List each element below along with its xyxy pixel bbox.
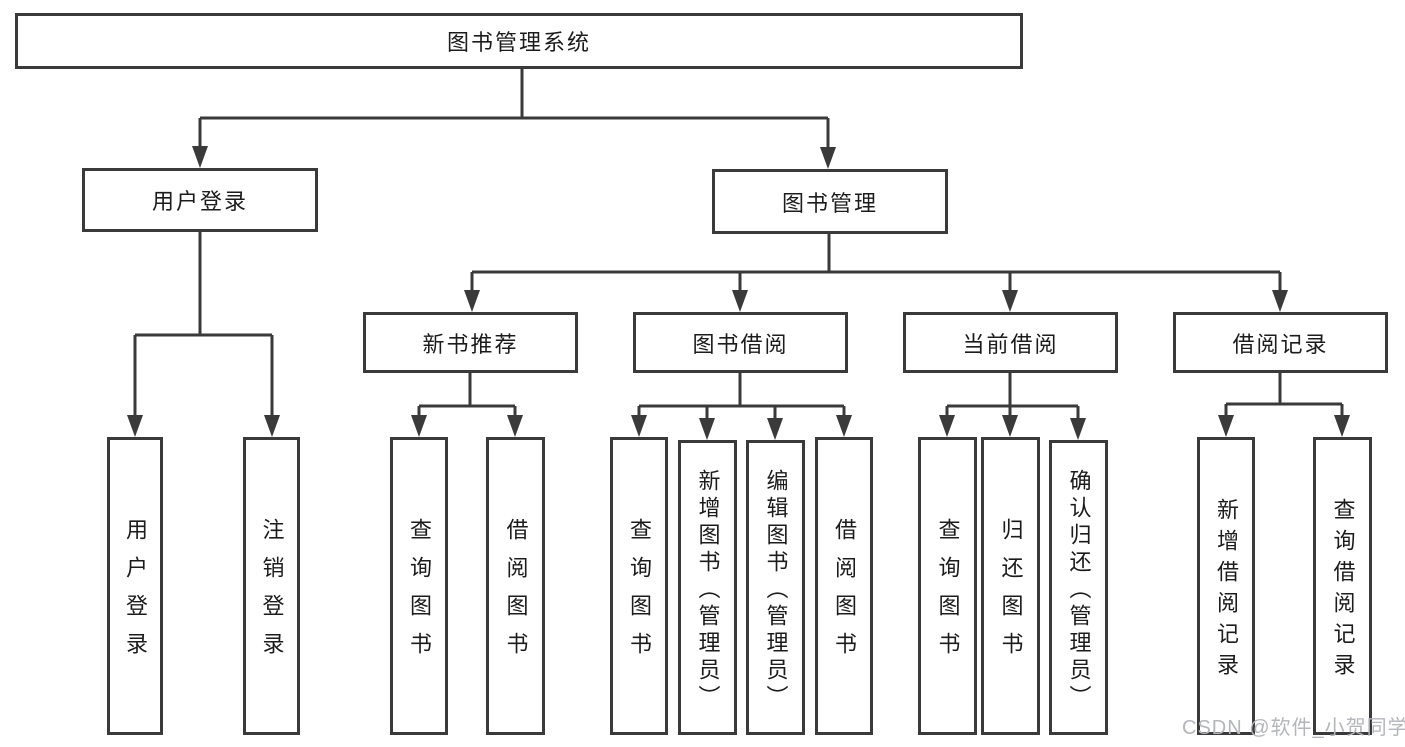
leaf-add-borrow-record: 新增借阅记录: [1197, 437, 1255, 735]
leaf-edit-book-admin-label: 编辑图书（管理员）: [763, 468, 789, 712]
connector-root-to-level2: [192, 68, 836, 169]
node-current-borrow: 当前借阅: [903, 312, 1118, 373]
leaf-borrow-book-borrow-label: 借阅图书: [832, 518, 857, 670]
leaf-add-book-admin: 新增图书（管理员）: [678, 440, 737, 735]
connector-book-management-children: [464, 234, 1288, 312]
leaf-query-book-current-label: 查询图书: [935, 518, 961, 670]
leaf-query-book-current: 查询图书: [918, 437, 977, 735]
leaf-query-book-recommend: 查询图书: [390, 437, 448, 735]
leaf-user-login: 用户登录: [107, 437, 163, 735]
node-borrow-record: 借阅记录: [1173, 312, 1388, 373]
leaf-return-book-label: 归还图书: [998, 518, 1024, 670]
connector-new-book-children: [411, 373, 523, 437]
connector-borrow-record-children: [1218, 373, 1350, 437]
leaf-edit-book-admin: 编辑图书（管理员）: [746, 440, 805, 735]
leaf-return-book: 归还图书: [981, 437, 1040, 735]
node-book-management: 图书管理: [712, 169, 948, 234]
leaf-borrow-book-recommend: 借阅图书: [486, 437, 545, 735]
leaf-add-borrow-record-label: 新增借阅记录: [1214, 497, 1239, 684]
leaf-user-login-label: 用户登录: [123, 518, 148, 670]
node-new-book-recommend: 新书推荐: [363, 312, 578, 373]
leaf-confirm-return-admin: 确认归还（管理员）: [1049, 440, 1108, 735]
node-user-login: 用户登录: [82, 168, 318, 232]
leaf-query-book-borrow: 查询图书: [610, 437, 668, 735]
leaf-logout-login-label: 注销登录: [259, 518, 285, 670]
leaf-query-borrow-record: 查询借阅记录: [1313, 437, 1372, 735]
watermark: CSDN @软件_小贺同学: [1182, 717, 1405, 739]
connector-book-borrow-children: [631, 373, 852, 440]
connector-user-login-children: [127, 232, 280, 437]
leaf-confirm-return-admin-label: 确认归还（管理员）: [1066, 468, 1092, 712]
leaf-logout-login: 注销登录: [243, 437, 300, 735]
node-root: 图书管理系统: [15, 13, 1023, 69]
connector-current-borrow-children: [939, 373, 1086, 440]
leaf-query-book-borrow-label: 查询图书: [627, 518, 652, 670]
leaf-borrow-book-borrow: 借阅图书: [815, 437, 873, 735]
leaf-borrow-book-recommend-label: 借阅图书: [503, 518, 529, 670]
leaf-query-borrow-record-label: 查询借阅记录: [1330, 497, 1356, 684]
node-book-borrow: 图书借阅: [633, 312, 848, 373]
leaf-add-book-admin-label: 新增图书（管理员）: [695, 468, 721, 712]
leaf-query-book-recommend-label: 查询图书: [407, 518, 432, 670]
